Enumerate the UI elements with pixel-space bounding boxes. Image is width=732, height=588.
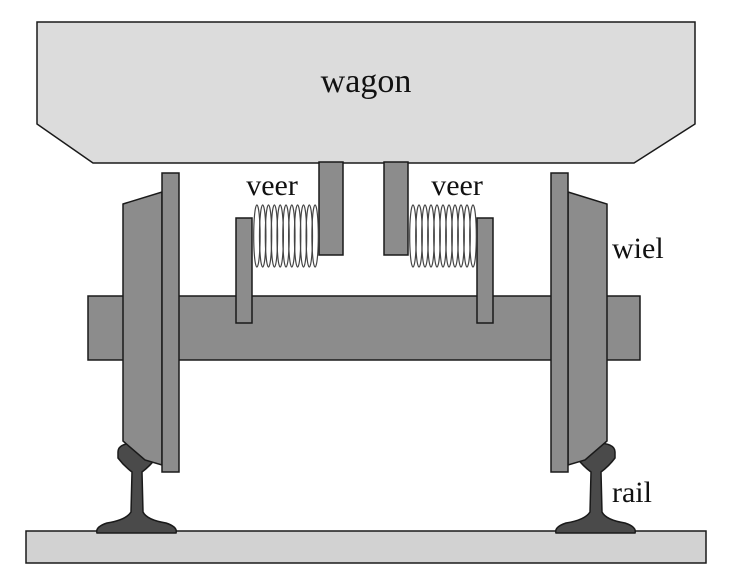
mount-post-left [318, 161, 344, 256]
wheel-label: wiel [612, 232, 664, 265]
spring-left-label: veer [246, 169, 298, 202]
spring-right [409, 204, 477, 268]
ground-bed [25, 530, 707, 564]
spring-coil [469, 204, 477, 268]
spring-seat-right [476, 217, 494, 324]
wheel-left-flange [161, 172, 180, 473]
rail-label: rail [612, 476, 652, 509]
spring-right-label: veer [431, 169, 483, 202]
wagon-label: wagon [321, 63, 412, 100]
axle [87, 295, 641, 361]
rail-right [554, 442, 637, 534]
mount-post-right [383, 161, 409, 256]
spring-left [253, 204, 319, 268]
spring-seat-left [235, 217, 253, 324]
wheel-right [567, 190, 608, 467]
spring-coil [311, 204, 319, 268]
wagon-body [36, 21, 696, 164]
wheel-right-flange [550, 172, 569, 473]
wheel-left [122, 190, 163, 467]
